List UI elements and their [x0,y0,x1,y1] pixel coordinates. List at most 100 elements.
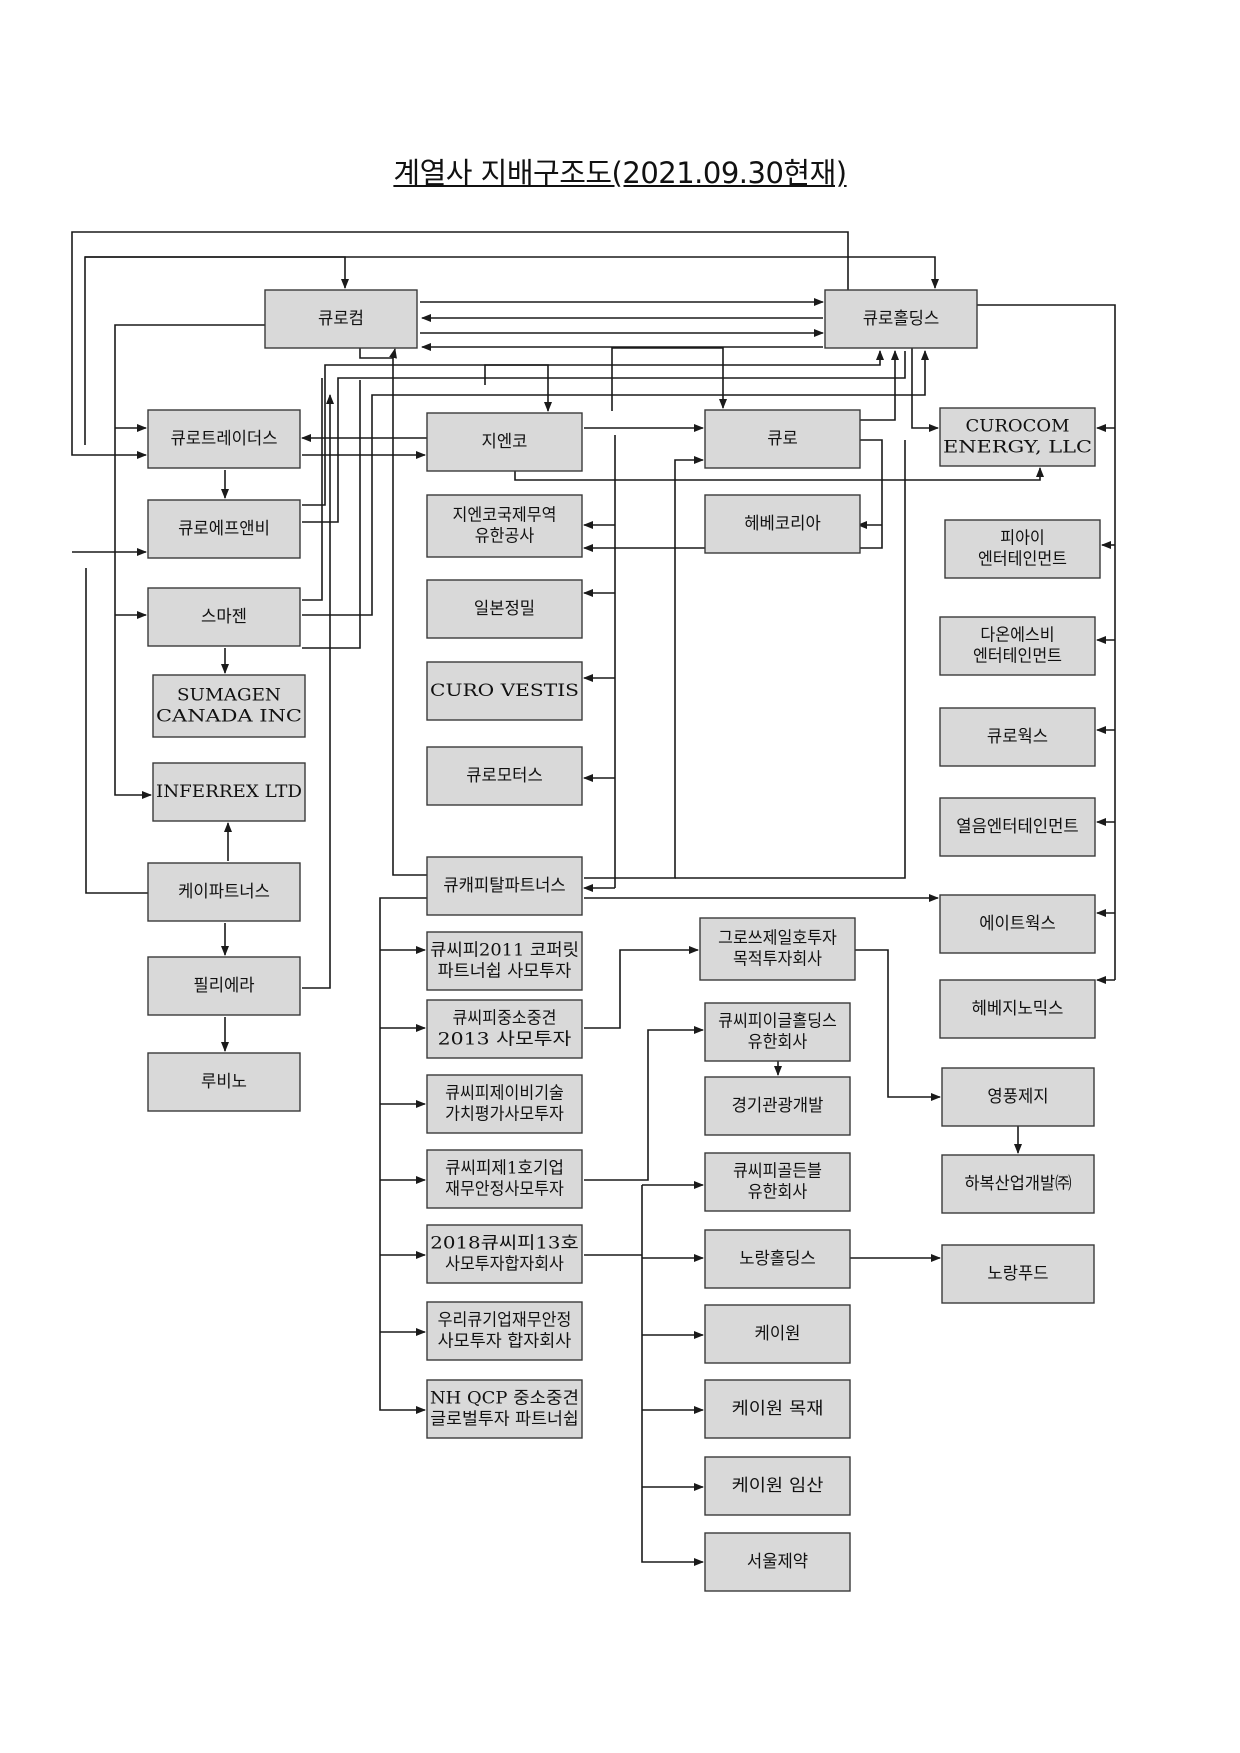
node-box [426,661,583,721]
node-box [426,494,583,558]
node-label: 큐씨피중소중견 [453,1009,557,1029]
node-philiera: 필리에라 [147,956,301,1016]
node-box [426,746,583,806]
node-label: 재무안정사모투자 [445,1180,564,1200]
node-label: 다온에스비 [980,626,1054,646]
node-label: 우리큐기업재무안정 [438,1311,572,1331]
connector-line [584,456,704,879]
node-kone-forest: 케이원 임산 [704,1456,851,1516]
node-gnco: 지엔코 [426,412,583,472]
node-label: 2018큐씨피13호 [430,1234,579,1254]
node-box [147,956,301,1016]
node-box [704,1304,851,1364]
node-box [939,616,1096,676]
node-box [824,289,978,349]
node-label: 노랑홀딩스 [739,1249,816,1269]
connector-line [302,378,323,601]
node-curofnb: 큐로에프앤비 [147,499,301,559]
node-box [426,931,583,991]
node-label: 큐로홀딩스 [863,309,940,329]
node-kpartners: 케이파트너스 [147,862,301,922]
node-curotraders: 큐로트레이더스 [147,409,301,469]
node-box [426,1301,583,1361]
node-box [426,1379,583,1439]
connector-line [85,568,148,894]
page-title: 계열사 지배구조도(2021.09.30현재) [393,156,847,190]
node-label: 사모투자 합자회사 [438,1332,572,1352]
node-box [704,1532,851,1592]
node-label: NH QCP 중소중견 [430,1389,579,1409]
node-curoworks: 큐로웍스 [939,707,1096,767]
node-box [426,1224,583,1284]
node-label: 스마젠 [201,607,247,627]
node-label: 경기관광개발 [732,1096,824,1116]
node-label: 열음엔터테인먼트 [956,817,1078,837]
node-box [704,494,861,554]
connector-line [611,347,727,411]
connector-line [584,946,699,1029]
node-norang: 노랑홀딩스 [704,1229,851,1289]
node-label: 큐씨피이글홀딩스 [718,1012,837,1032]
node-label: 유한회사 [748,1033,808,1053]
node-label: 루비노 [201,1072,247,1092]
node-label: 큐씨피제이비기술 [445,1084,564,1104]
node-label: 큐로모터스 [466,766,543,786]
node-label: 그로쓰제일호투자 [718,929,837,949]
node-label: 큐로트레이더스 [170,429,277,449]
node-label: 사모투자합자회사 [445,1255,564,1275]
connector-line [584,1026,704,1181]
node-youngpoong: 영풍제지 [941,1067,1095,1127]
node-box [147,587,301,647]
node-inferrex: INFERREX LTD [152,762,306,822]
node-label: 헤베지노믹스 [972,999,1064,1019]
node-label: 큐씨피제1호기업 [445,1159,564,1179]
node-box [426,1149,583,1209]
node-label: ENERGY, LLC [943,438,1092,458]
node-sumagen: 스마젠 [147,587,301,647]
connector-line [675,440,906,879]
node-label: 영풍제지 [987,1087,1048,1107]
node-box [426,579,583,639]
node-label: 큐씨피2011 코퍼릿 [430,941,579,961]
node-box [147,409,301,469]
node-vestis: CURO VESTIS [426,661,583,721]
node-label: 엔터테인먼트 [978,550,1067,570]
node-seoul-pharm: 서울제약 [704,1532,851,1592]
connector-line [855,949,941,1101]
connector-line [379,897,427,1414]
node-label: 큐로 [767,429,798,449]
node-label: 케이파트너스 [178,882,270,902]
node-label: 케이원 목재 [732,1399,824,1419]
node-box [699,917,856,981]
connector-line [71,231,849,459]
node-box [704,1379,851,1439]
node-box [704,409,861,469]
connector-line [484,364,552,412]
connector-line [114,324,265,799]
node-box [147,862,301,922]
node-box [941,1067,1095,1127]
connector-line [389,348,397,359]
node-label: 유한공사 [475,527,535,547]
node-habok: 하복산업개발㈜ [941,1154,1095,1214]
node-box [939,707,1096,767]
node-box [939,894,1096,954]
node-curo: 큐로 [704,409,861,469]
node-label: 케이원 임산 [732,1476,824,1496]
node-label: 서울제약 [747,1552,808,1572]
node-hebe: 헤베코리아 [704,494,861,554]
node-label: 큐씨피골든블 [733,1162,822,1182]
node-box [426,1074,583,1134]
node-box [704,1076,851,1136]
